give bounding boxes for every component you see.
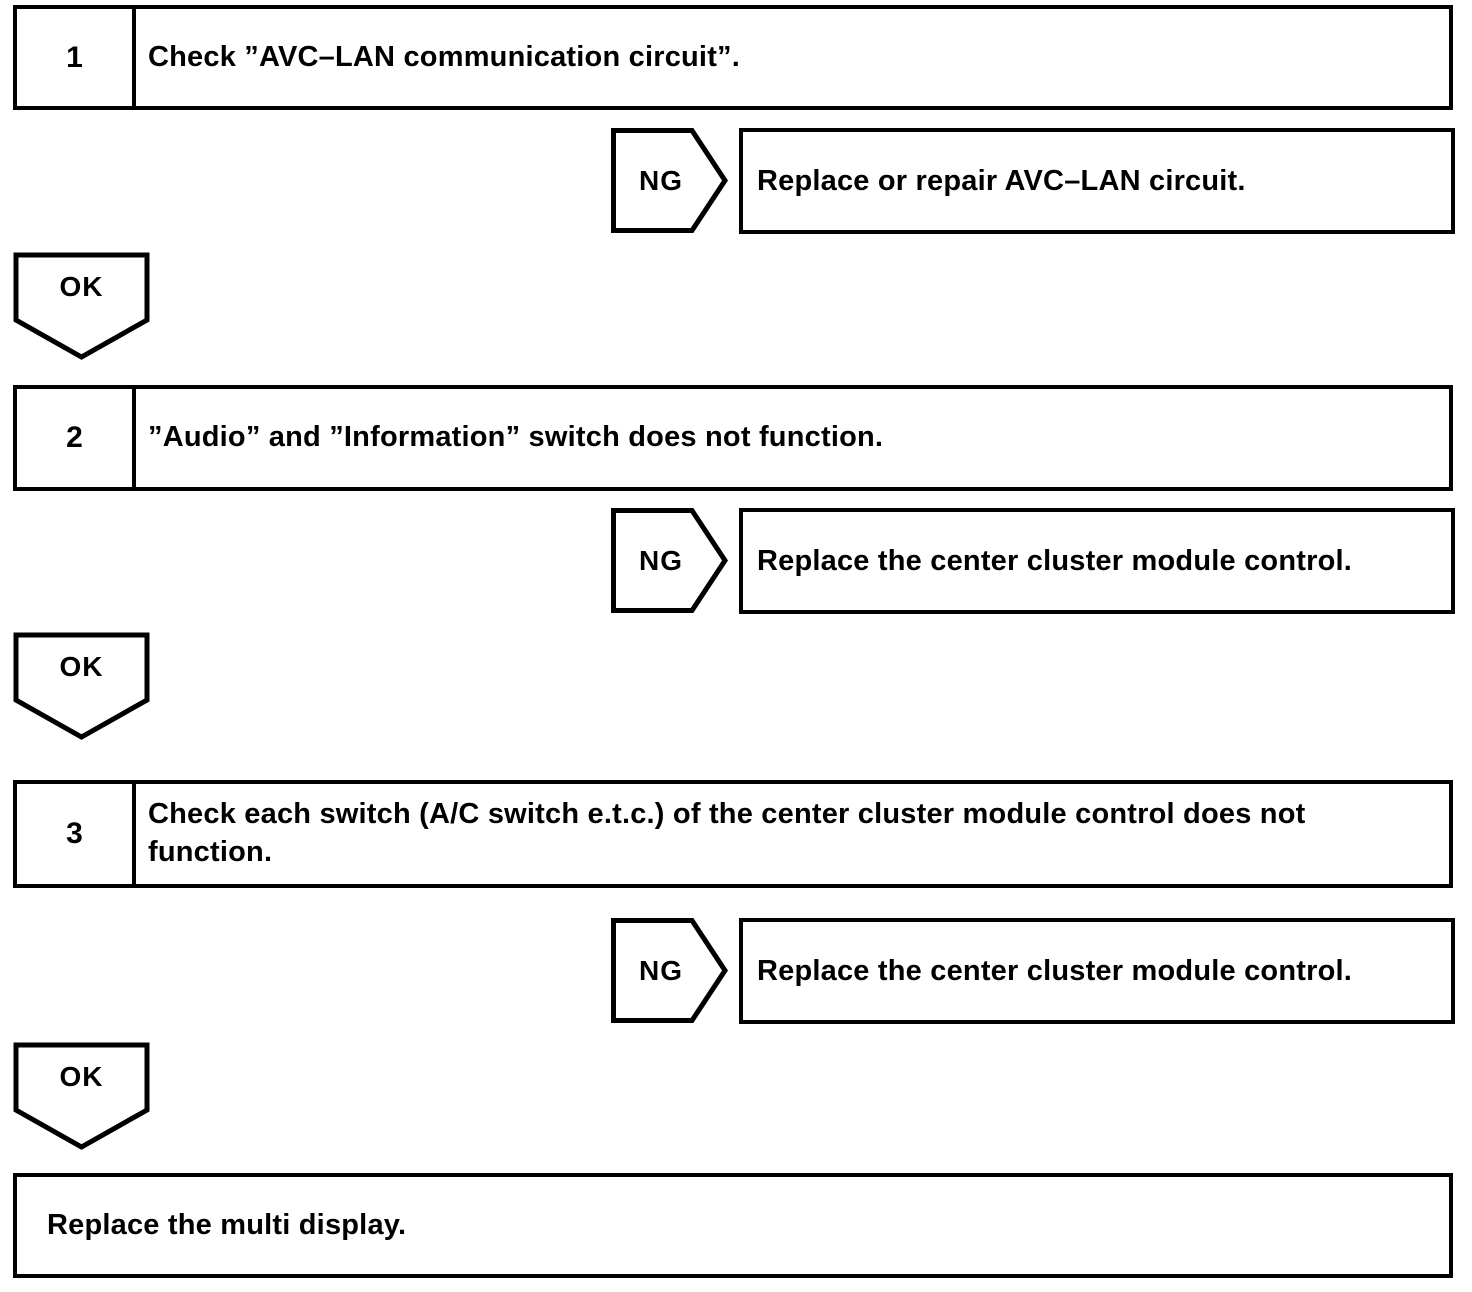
ng-pentagon-icon — [611, 128, 728, 233]
ok-pentagon-icon — [13, 1042, 150, 1150]
step-instruction-1: Check ”AVC–LAN communication circuit”. — [148, 40, 741, 73]
step-box-3: 3 Check each switch (A/C switch e.t.c.) … — [13, 780, 1453, 888]
step-number-3: 3 — [17, 784, 136, 884]
ok-pentagon-icon — [13, 252, 150, 360]
ng-action-text-3: Replace the center cluster module contro… — [757, 954, 1352, 987]
step-number-2: 2 — [17, 389, 136, 487]
ng-action-text-2: Replace the center cluster module contro… — [757, 544, 1352, 577]
ok-connector-1: OK — [13, 252, 150, 360]
ng-action-box-2: Replace the center cluster module contro… — [739, 508, 1455, 614]
ok-pentagon-icon — [13, 632, 150, 740]
step-box-1: 1 Check ”AVC–LAN communication circuit”. — [13, 5, 1453, 110]
ok-label-2: OK — [59, 651, 104, 682]
step-box-2: 2 ”Audio” and ”Information” switch does … — [13, 385, 1453, 491]
ng-action-box-1: Replace or repair AVC–LAN circuit. — [739, 128, 1455, 234]
final-action-text: Replace the multi display. — [47, 1209, 407, 1241]
ng-label-1: NG — [639, 164, 683, 196]
ng-action-box-3: Replace the center cluster module contro… — [739, 918, 1455, 1024]
ng-label-3: NG — [639, 954, 683, 986]
ng-pentagon-icon — [611, 918, 728, 1023]
ng-connector-2: NG — [611, 508, 728, 613]
step-number-1: 1 — [17, 9, 136, 106]
step-instruction-2: ”Audio” and ”Information” switch does no… — [148, 421, 884, 454]
ng-label-2: NG — [639, 544, 683, 576]
ng-connector-3: NG — [611, 918, 728, 1023]
step-instruction-3: Check each switch (A/C switch e.t.c.) of… — [148, 798, 1306, 868]
ok-connector-3: OK — [13, 1042, 150, 1150]
ng-pentagon-icon — [611, 508, 728, 613]
ng-connector-1: NG — [611, 128, 728, 233]
final-action-box: Replace the multi display. — [13, 1173, 1453, 1278]
ok-label-3: OK — [59, 1061, 104, 1092]
ok-connector-2: OK — [13, 632, 150, 740]
ok-label-1: OK — [59, 271, 104, 302]
ng-action-text-1: Replace or repair AVC–LAN circuit. — [757, 164, 1246, 197]
